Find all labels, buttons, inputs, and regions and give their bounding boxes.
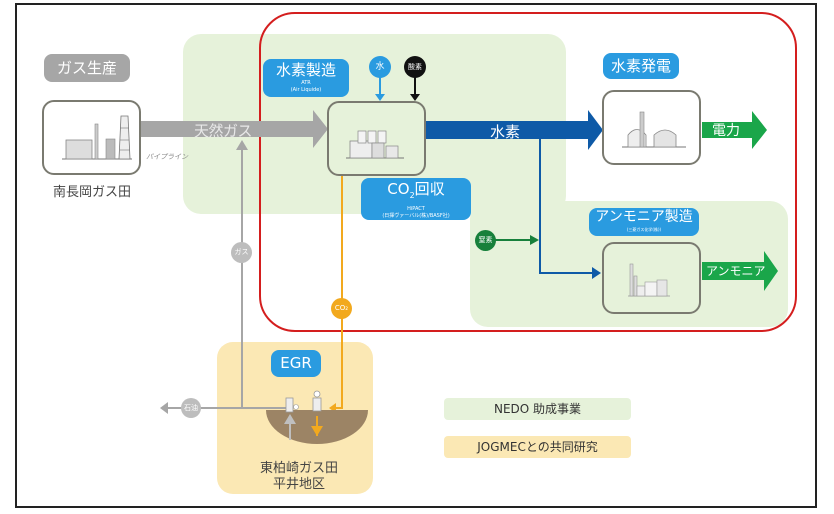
co2-line: [334, 174, 343, 409]
natural-gas-label: 天然ガス: [194, 122, 253, 140]
gas-field-facility[interactable]: [42, 100, 141, 175]
oxygen-input-badge: 酸素: [404, 56, 426, 78]
gas-production-label: ガス生産: [44, 54, 130, 82]
highlight-border: [259, 12, 797, 332]
egr-site-line1: 東柏崎ガス田: [259, 461, 338, 476]
gas-field-name: 南長岡ガス田: [52, 185, 131, 200]
hydrogen-branch-arrowhead: [592, 267, 601, 279]
production-arrowhead: [284, 414, 296, 424]
electricity-arrow: [702, 111, 767, 149]
nitrogen-arrowhead: [530, 235, 539, 245]
injection-arrowhead: [311, 426, 323, 436]
co2-capture-prefix: CO: [387, 180, 410, 198]
oil-output-badge: 石油: [181, 398, 201, 418]
production-wellhead-icon: [285, 397, 299, 413]
co2-capture-suffix: 回収: [414, 180, 445, 198]
legend-jogmec: JOGMECとの共同研究: [444, 436, 631, 458]
hydrogen-production-title: 水素製造: [275, 61, 336, 79]
power-plant-icon: [622, 111, 686, 148]
hydrogen-plant-icon: [346, 130, 404, 159]
natural-gas-arrow: [140, 110, 328, 148]
hydrogen-plant-facility[interactable]: [327, 101, 426, 176]
ammonia-plant-facility[interactable]: [602, 242, 701, 314]
hydrogen-production-company-sub: (Air Liquide): [290, 87, 322, 93]
co2-capture-label: CO2回収 HiPACT (日揮ヴァーバル(株)/BASF社): [361, 178, 471, 220]
water-arrowhead: [375, 94, 385, 101]
injection-wellhead-icon: [312, 390, 322, 412]
co2-flow-badge: CO₂: [331, 298, 352, 319]
ammonia-production-label: アンモニア製造 (三菱ガス化学(株)): [589, 208, 699, 236]
hydrogen-production-company: ATR: [301, 80, 311, 86]
co2-capture-sub: 2: [409, 191, 415, 200]
gas-return-arrowhead: [236, 140, 248, 150]
hydrogen-arrow: [424, 110, 603, 150]
nitrogen-input-badge: 窒素: [475, 230, 496, 251]
electricity-label: 電力: [712, 123, 740, 139]
gas-plant-icon: [62, 115, 132, 160]
ammonia-plant-icon: [628, 263, 670, 297]
co2-capture-title: CO2回収: [361, 179, 471, 206]
legend-nedo: NEDO 助成事業: [444, 398, 631, 420]
egr-label: EGR: [271, 350, 321, 377]
hydrogen-production-label: 水素製造 ATR (Air Liquide): [263, 59, 349, 97]
diagram-frame: [15, 3, 817, 508]
ammonia-output-arrow: [702, 251, 778, 291]
water-input-badge: 水: [369, 56, 391, 78]
oxygen-arrowhead: [410, 94, 420, 101]
ammonia-production-company: (三菱ガス化学(株)): [626, 227, 662, 232]
gas-return-badge: ガス: [231, 242, 252, 263]
ammonia-production-title: アンモニア製造: [595, 209, 693, 225]
hydrogen-branch-line: [539, 139, 594, 274]
egr-site-line2: 平井地区: [272, 477, 325, 492]
ammonia-output-label: アンモニア: [706, 264, 766, 278]
co2-capture-company: (日揮ヴァーバル(株)/BASF社): [382, 213, 450, 219]
pipeline-label: パイプライン: [146, 153, 188, 161]
hydrogen-flow-label: 水素: [490, 123, 521, 141]
oil-arrowhead: [160, 402, 168, 414]
egr-site-name: 東柏崎ガス田 平井地区: [259, 461, 339, 493]
power-plant-facility[interactable]: [602, 90, 701, 165]
co2-capture-tech: HiPACT: [407, 206, 425, 212]
hydrogen-power-label: 水素発電: [603, 53, 679, 79]
